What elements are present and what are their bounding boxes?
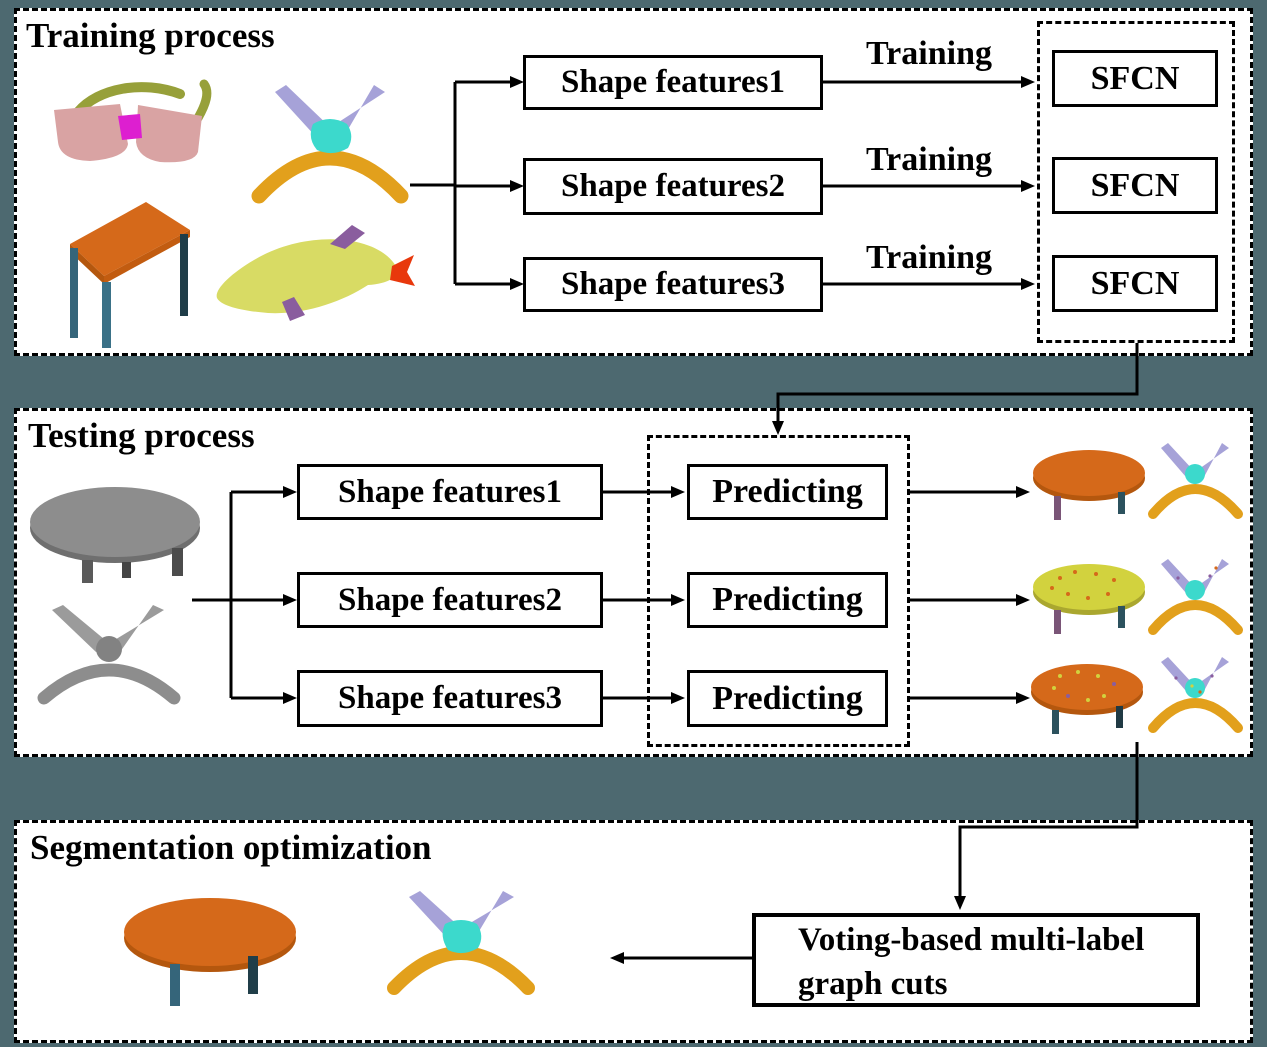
shape-features3-box-testing: Shape features3 bbox=[297, 670, 603, 727]
gray-pliers-model-icon bbox=[37, 605, 181, 705]
glasses-right-lens bbox=[136, 105, 202, 163]
shape-features1-box-training: Shape features1 bbox=[523, 55, 823, 110]
gray-pliers-joint bbox=[96, 636, 122, 662]
table-leg-left bbox=[70, 248, 78, 338]
sfcn-box-1: SFCN bbox=[1052, 50, 1218, 107]
optimization-title: Segmentation optimization bbox=[30, 828, 432, 867]
segmented-table-leg bbox=[248, 956, 258, 994]
graph-cuts-box: Voting-based multi-label graph cuts bbox=[752, 913, 1200, 1007]
dolphin-body bbox=[216, 239, 398, 314]
result-table-leg bbox=[1116, 706, 1123, 728]
result-pliers-3-icon bbox=[1148, 657, 1243, 733]
result-pliers-2-icon bbox=[1148, 559, 1243, 635]
result-table-leg bbox=[1052, 710, 1059, 734]
result-pliers-right-jaw bbox=[1196, 443, 1229, 477]
training-title: Training process bbox=[26, 16, 275, 55]
gray-table-leg bbox=[82, 560, 93, 583]
table-edge-left bbox=[70, 244, 104, 284]
testing-title: Testing process bbox=[28, 416, 255, 455]
table-model-icon bbox=[70, 202, 190, 348]
glasses-bridge bbox=[118, 114, 142, 140]
result-table-speckles bbox=[1052, 670, 1116, 702]
result-pliers-speckles bbox=[1176, 566, 1218, 580]
dolphin-tail bbox=[390, 255, 415, 286]
gray-pliers-left-jaw bbox=[52, 605, 110, 652]
pliers-legs bbox=[251, 150, 409, 204]
table-top bbox=[70, 202, 190, 276]
result-pliers-speckles bbox=[1174, 674, 1214, 694]
predicting-box-1: Predicting bbox=[687, 464, 888, 520]
table-leg-front bbox=[102, 282, 111, 348]
gray-table-top bbox=[30, 487, 200, 557]
segmented-pliers-model-icon bbox=[387, 891, 535, 995]
segmented-table-top bbox=[124, 898, 296, 966]
segmented-table-model-icon bbox=[124, 898, 296, 1006]
shape-features2-box-training: Shape features2 bbox=[523, 158, 823, 215]
glasses-left-lens bbox=[54, 104, 128, 161]
dolphin-belly-fin bbox=[282, 297, 305, 321]
segmented-pliers-joint bbox=[442, 920, 482, 954]
result-pliers-left-jaw bbox=[1161, 657, 1194, 691]
result-pliers-right-jaw bbox=[1196, 657, 1229, 691]
result-pliers-right-jaw bbox=[1196, 559, 1229, 593]
glasses-temple-short bbox=[193, 79, 212, 123]
result-table-3-icon bbox=[1031, 664, 1143, 734]
dolphin-dorsal-fin bbox=[330, 225, 365, 249]
result-table-top bbox=[1033, 450, 1145, 496]
result-table-leg bbox=[1054, 496, 1061, 520]
predicting-group-container bbox=[647, 435, 910, 747]
result-table-speckles bbox=[1050, 570, 1116, 600]
result-pliers-1-icon bbox=[1148, 443, 1243, 519]
pliers-joint bbox=[310, 119, 352, 154]
result-table-top bbox=[1031, 664, 1143, 710]
result-pliers-left-jaw bbox=[1161, 443, 1194, 477]
gray-table-leg bbox=[122, 562, 131, 578]
gray-table-leg bbox=[172, 548, 183, 576]
result-pliers-legs bbox=[1148, 600, 1243, 635]
gray-pliers-legs bbox=[37, 663, 181, 705]
segmented-pliers-legs bbox=[387, 946, 535, 995]
result-pliers-joint bbox=[1185, 678, 1205, 698]
glasses-temple-long bbox=[73, 82, 185, 117]
result-pliers-left-jaw bbox=[1161, 559, 1194, 593]
sfcn-box-2: SFCN bbox=[1052, 157, 1218, 214]
sfcn-box-3: SFCN bbox=[1052, 255, 1218, 312]
glasses-model-icon bbox=[54, 79, 212, 163]
segmented-table-leg bbox=[170, 964, 180, 1006]
result-pliers-joint bbox=[1185, 580, 1205, 600]
result-pliers-joint bbox=[1185, 464, 1205, 484]
result-pliers-legs bbox=[1148, 698, 1243, 733]
shape-features1-box-testing: Shape features1 bbox=[297, 464, 603, 520]
training-arrow-label-2: Training bbox=[866, 141, 992, 178]
gray-table-model-icon bbox=[30, 487, 200, 583]
result-table-top bbox=[1033, 564, 1145, 610]
shape-features2-box-testing: Shape features2 bbox=[297, 572, 603, 628]
table-edge-front bbox=[104, 230, 190, 284]
table-leg-right bbox=[180, 234, 188, 316]
result-table-2-icon bbox=[1033, 564, 1145, 634]
sfcn-group-container bbox=[1037, 21, 1235, 343]
pliers-model-icon bbox=[251, 85, 409, 204]
result-pliers-legs bbox=[1148, 484, 1243, 519]
predicting-box-3: Predicting bbox=[687, 670, 888, 727]
predicting-box-2: Predicting bbox=[687, 572, 888, 628]
result-table-leg bbox=[1118, 606, 1125, 628]
result-table-leg bbox=[1054, 610, 1061, 634]
gray-pliers-right-jaw bbox=[108, 605, 164, 652]
training-arrow-label-1: Training bbox=[866, 35, 992, 72]
shape-features3-box-training: Shape features3 bbox=[523, 257, 823, 312]
result-table-1-icon bbox=[1033, 450, 1145, 520]
dolphin-model-icon bbox=[216, 225, 415, 321]
result-table-leg bbox=[1118, 492, 1125, 514]
training-arrow-label-3: Training bbox=[866, 239, 992, 276]
